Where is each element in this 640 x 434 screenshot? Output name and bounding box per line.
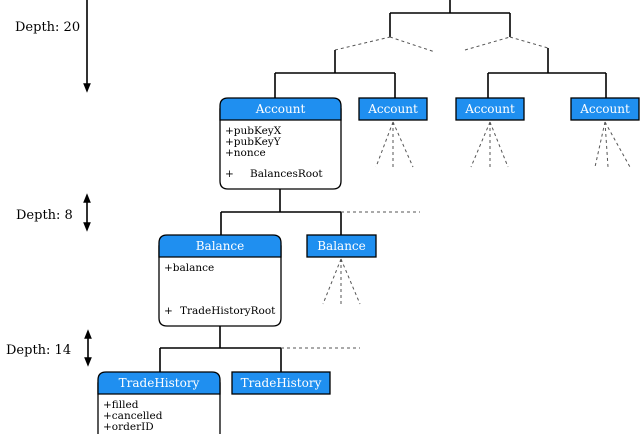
tradehistory-sibling: TradeHistory [231, 371, 331, 395]
balance-node: Balance +balance + TradeHistoryRoot [158, 234, 282, 327]
account-field-pubkeyx: +pubKeyX [225, 125, 282, 137]
account-sibling-2: Account [455, 97, 525, 168]
balance-root-plus: + [164, 305, 173, 317]
tradehistory-field-filled: +filled [103, 399, 139, 411]
balance-title: Balance [196, 239, 245, 253]
account-node: Account +pubKeyX +pubKeyY +nonce + Balan… [219, 97, 342, 190]
account-tree-lines [274, 0, 607, 98]
tradehistory-title: TradeHistory [119, 376, 200, 390]
account-field-nonce: +nonce [225, 147, 266, 159]
tradehistory-node: TradeHistory +filled +cancelled +orderID [97, 371, 221, 434]
account-sibling-1: Account [358, 97, 428, 168]
balance-sibling: Balance [306, 234, 377, 305]
svg-text:Balance: Balance [317, 239, 366, 253]
depth-label-top: Depth: 20 [15, 20, 80, 35]
balance-field-balance: +balance [164, 262, 214, 274]
account-field-pubkeyy: +pubKeyY [225, 136, 282, 148]
account-title: Account [255, 102, 306, 116]
balance-tree-lines [220, 189, 420, 235]
tradehistory-field-orderid: +orderID [103, 421, 154, 433]
account-root-plus: + [225, 168, 234, 180]
balance-root-label: TradeHistoryRoot [180, 305, 276, 317]
depth-label-bottom: Depth: 14 [6, 343, 71, 358]
svg-text:Account: Account [464, 102, 515, 116]
depth-label-middle: Depth: 8 [16, 208, 73, 223]
tradehistory-field-cancelled: +cancelled [103, 410, 163, 422]
tradehistory-tree-lines [159, 326, 360, 372]
svg-text:Account: Account [367, 102, 418, 116]
account-root-label: BalancesRoot [250, 168, 323, 180]
account-sibling-3: Account [570, 97, 640, 168]
svg-text:TradeHistory: TradeHistory [241, 376, 322, 390]
svg-text:Account: Account [579, 102, 630, 116]
